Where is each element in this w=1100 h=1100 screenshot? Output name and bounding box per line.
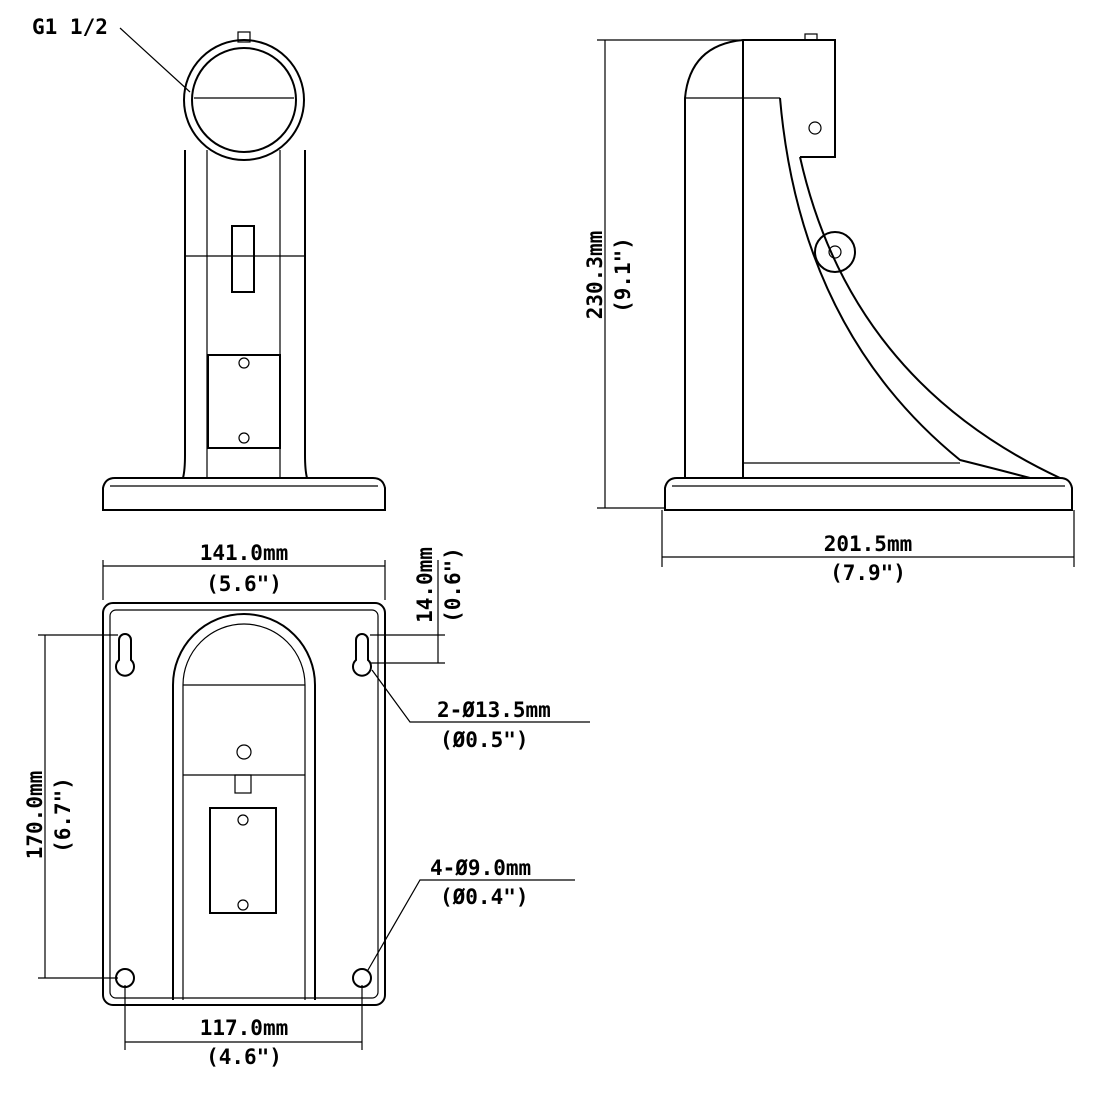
keyhole-in: (Ø0.5") <box>440 728 529 752</box>
hole-in: (Ø0.4") <box>440 885 529 909</box>
hole-spacing-v-mm: 170.0mm <box>23 771 47 860</box>
offset-in: (0.6") <box>441 547 465 623</box>
hole-spacing-v-in: (6.7") <box>51 777 75 853</box>
width-in: (5.6") <box>206 572 282 596</box>
hole-spacing-h-mm: 117.0mm <box>200 1016 289 1040</box>
hole-spacing-h-in: (4.6") <box>206 1045 282 1069</box>
depth-in: (7.9") <box>830 561 906 585</box>
depth-mm: 201.5mm <box>824 532 913 556</box>
front-view: G1 1/2 <box>32 15 386 511</box>
offset-mm: 14.0mm <box>413 547 437 623</box>
side-view: 230.3mm (9.1") 201.5mm (7.9") <box>583 33 1075 585</box>
bottom-view: 141.0mm (5.6") 14.0mm (0.6") 170.0mm (6.… <box>23 541 590 1069</box>
hole-mm: 4-Ø9.0mm <box>430 856 531 880</box>
height-in: (9.1") <box>611 237 635 313</box>
width-mm: 141.0mm <box>200 541 289 565</box>
height-mm: 230.3mm <box>583 231 607 320</box>
thread-label: G1 1/2 <box>32 15 108 39</box>
keyhole-mm: 2-Ø13.5mm <box>437 698 551 722</box>
